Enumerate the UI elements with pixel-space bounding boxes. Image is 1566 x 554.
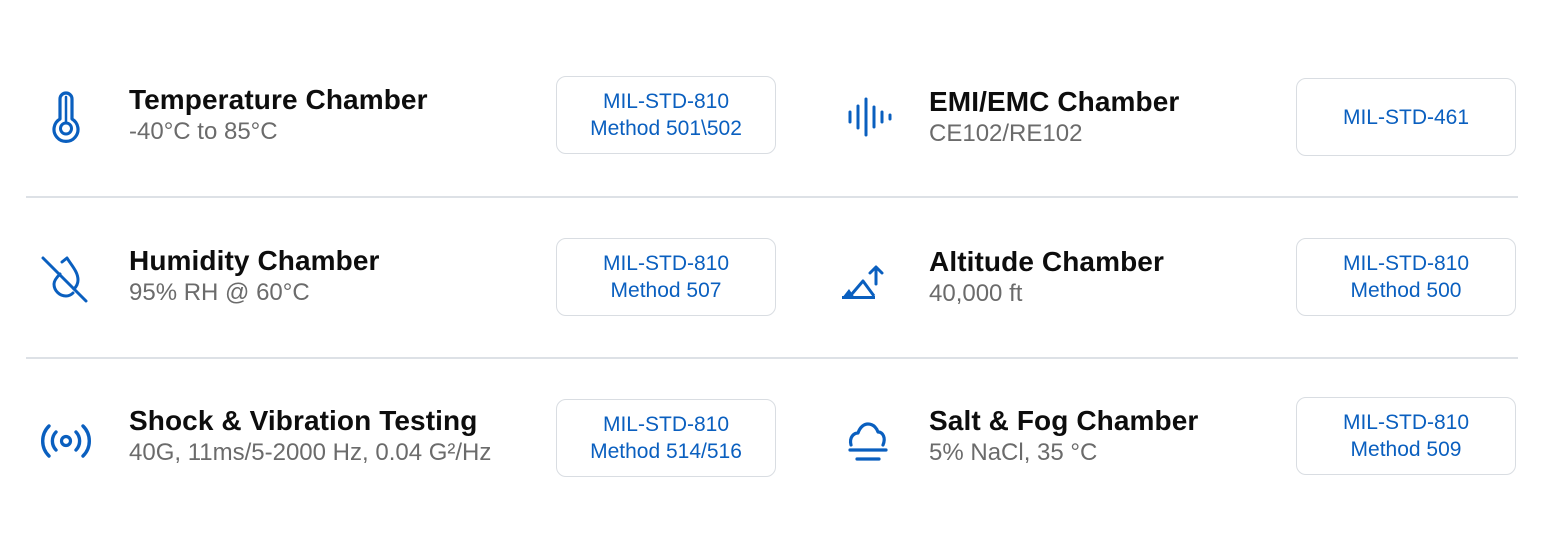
badge-method: Method 500 <box>1350 279 1462 302</box>
capability-spec: CE102/RE102 <box>929 120 1083 147</box>
badge-method: Method 509 <box>1350 438 1462 461</box>
fog-cloud-icon <box>836 410 896 470</box>
standard-badge: MIL-STD-810 Method 507 <box>556 238 776 316</box>
vibration-broadcast-icon <box>36 410 96 470</box>
capability-spec: 95% RH @ 60°C <box>129 279 310 306</box>
capability-title: Shock & Vibration Testing <box>129 405 478 436</box>
capability-emi-emc-chamber: EMI/EMC Chamber CE102/RE102 MIL-STD-461 <box>826 38 1518 196</box>
standard-badge: MIL-STD-810 Method 509 <box>1296 397 1516 475</box>
capability-altitude-chamber: Altitude Chamber 40,000 ft MIL-STD-810 M… <box>826 198 1518 357</box>
test-capabilities-grid: Temperature Chamber -40°C to 85°C MIL-ST… <box>26 38 1518 520</box>
capability-row: Shock & Vibration Testing 40G, 11ms/5-20… <box>26 359 1518 520</box>
capability-row: Humidity Chamber 95% RH @ 60°C MIL-STD-8… <box>26 198 1518 359</box>
capability-spec: 5% NaCl, 35 °C <box>929 439 1098 466</box>
badge-standard: MIL-STD-810 <box>602 413 730 436</box>
thermometer-icon <box>36 87 96 147</box>
badge-method: Method 501\502 <box>590 117 742 140</box>
capability-shock-vibration: Shock & Vibration Testing 40G, 11ms/5-20… <box>26 359 826 520</box>
mountain-altitude-icon <box>836 248 896 308</box>
standard-badge: MIL-STD-461 <box>1296 78 1516 156</box>
badge-standard: MIL-STD-810 <box>602 90 730 113</box>
capability-salt-fog-chamber: Salt & Fog Chamber 5% NaCl, 35 °C MIL-ST… <box>826 359 1518 520</box>
badge-standard: MIL-STD-810 <box>1342 411 1470 434</box>
capability-title: EMI/EMC Chamber <box>929 86 1180 117</box>
capability-title: Altitude Chamber <box>929 246 1164 277</box>
capability-spec: 40G, 11ms/5-2000 Hz, 0.04 G²/Hz <box>129 439 492 466</box>
badge-method: Method 514/516 <box>590 440 742 463</box>
standard-badge: MIL-STD-810 Method 514/516 <box>556 399 776 477</box>
sound-wave-icon <box>836 87 896 147</box>
standard-badge: MIL-STD-810 Method 500 <box>1296 238 1516 316</box>
capability-temperature-chamber: Temperature Chamber -40°C to 85°C MIL-ST… <box>26 38 826 196</box>
capability-spec: 40,000 ft <box>929 280 1023 307</box>
capability-humidity-chamber: Humidity Chamber 95% RH @ 60°C MIL-STD-8… <box>26 198 826 357</box>
capability-row: Temperature Chamber -40°C to 85°C MIL-ST… <box>26 38 1518 198</box>
badge-standard: MIL-STD-810 <box>602 252 730 275</box>
capability-title: Temperature Chamber <box>129 84 428 115</box>
water-drop-off-icon <box>36 248 96 308</box>
badge-method: Method 507 <box>610 279 722 302</box>
badge-standard: MIL-STD-461 <box>1342 105 1470 129</box>
capability-title: Salt & Fog Chamber <box>929 405 1199 436</box>
capability-spec: -40°C to 85°C <box>129 118 278 145</box>
capability-title: Humidity Chamber <box>129 245 380 276</box>
standard-badge: MIL-STD-810 Method 501\502 <box>556 76 776 154</box>
badge-standard: MIL-STD-810 <box>1342 252 1470 275</box>
